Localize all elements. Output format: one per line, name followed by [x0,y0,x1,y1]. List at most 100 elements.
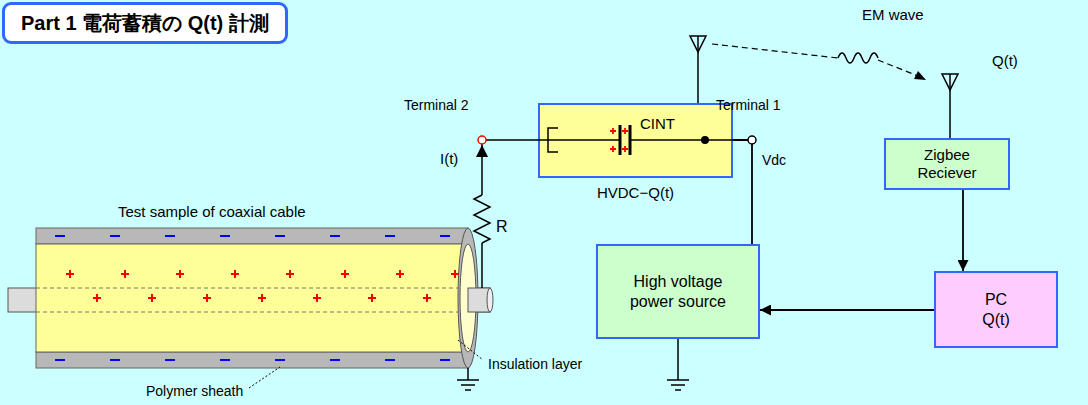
negative-charge [330,359,340,361]
positive-charge [258,294,266,302]
positive-charge [121,270,129,278]
positive-charge [176,270,184,278]
signal-label: EM wave [862,6,924,23]
negative-charge [220,359,230,361]
negative-charge [165,235,175,237]
ground-symbol [671,384,685,386]
terminal-2-circle [478,136,486,144]
pc-box: PCQ(t) [934,271,1058,348]
positive-charge [231,270,239,278]
box-text: Zigbee Reciever [902,146,992,182]
antenna-symbol [942,74,958,138]
negative-charge [385,235,395,237]
positive-charge [341,270,349,278]
box-text: PC [985,290,1007,309]
wire [630,139,733,141]
wire [538,139,620,141]
terminal-1-circle [748,136,756,144]
negative-charge [385,359,395,361]
negative-charge [55,235,65,237]
positive-charge [313,294,321,302]
negative-charge [55,359,65,361]
box-text: Q(t) [982,310,1010,329]
box-caption: HVDC−Q(t) [597,184,674,202]
terminal-bracket [548,128,558,152]
current-arrow [476,145,488,157]
ground-symbol [465,389,471,391]
power-source-box: High voltage power source [596,244,760,339]
negative-charge [165,359,175,361]
resistor-branch [474,140,538,288]
ground-symbol [667,379,689,381]
positive-charge [423,294,431,302]
positive-charge [451,270,459,278]
signal-connector [760,309,934,311]
hidden-conductor-edge [36,288,462,289]
negative-charge [275,359,285,361]
resistor-label: R [496,218,508,236]
negative-charge [330,235,340,237]
negative-charge [110,359,120,361]
hvdc-q-box: CINTHVDC−Q(t) [538,103,733,178]
title-box: Part 1 電荷蓄積の Q(t) 計測 [2,2,288,44]
em-wave-arrow [712,44,838,58]
antenna-symbol [949,74,951,138]
positive-charge [286,270,294,278]
capacitor-plate [629,125,632,155]
em-wave-arrow [838,53,878,63]
positive-charge [610,146,616,152]
negative-charge [440,359,450,361]
ground-symbol [675,389,681,391]
ground-symbol [457,368,479,390]
component-label: CINT [640,115,675,133]
em-wave-arrow [712,44,918,76]
resistor-symbol [474,195,490,243]
signal-connector [962,190,964,271]
signal-label: Q(t) [992,52,1018,69]
signal-connector [733,140,752,244]
conductor-tip [487,288,493,312]
positive-charge [396,270,404,278]
terminal-label: Terminal 2 [404,97,469,113]
current-label: I(t) [440,150,458,167]
positive-charge [66,270,74,278]
em-wave-arrow [878,60,918,76]
junction-dot [701,136,709,144]
sheath-bottom [36,352,468,368]
positive-charge [622,146,628,152]
positive-charge [93,294,101,302]
part-label: Polymer sheath [146,383,243,399]
antenna-symbol [697,36,699,103]
capacitor-drawing [538,103,733,178]
capacitor-plate [619,125,622,155]
resistor-branch [481,243,483,288]
positive-charge [368,294,376,302]
ground-symbol [461,384,475,386]
sheath-top [36,228,468,244]
capacitor-drawing [538,125,733,155]
leader-line [249,367,280,388]
positive-charge [148,294,156,302]
coaxial-cable [8,228,493,368]
ground-symbol [667,339,689,390]
positive-charge [610,128,616,134]
leader-line [458,340,483,360]
negative-charge [275,235,285,237]
terminal-label: Terminal 1 [716,97,781,113]
charge-marks [55,236,459,360]
hidden-conductor-edge [36,312,462,313]
ground-symbol [467,368,469,380]
resistor-branch [482,140,538,195]
positive-charge [622,128,628,134]
insulation-body [36,244,468,352]
sample-label: Test sample of coaxial cable [118,203,306,220]
ground-symbol [677,339,679,380]
part-label: Insulation layer [488,356,582,372]
negative-charge [220,235,230,237]
positive-charge [203,294,211,302]
negative-charge [440,235,450,237]
antenna-symbol [690,36,706,103]
em-wave-arrowhead [914,71,926,80]
